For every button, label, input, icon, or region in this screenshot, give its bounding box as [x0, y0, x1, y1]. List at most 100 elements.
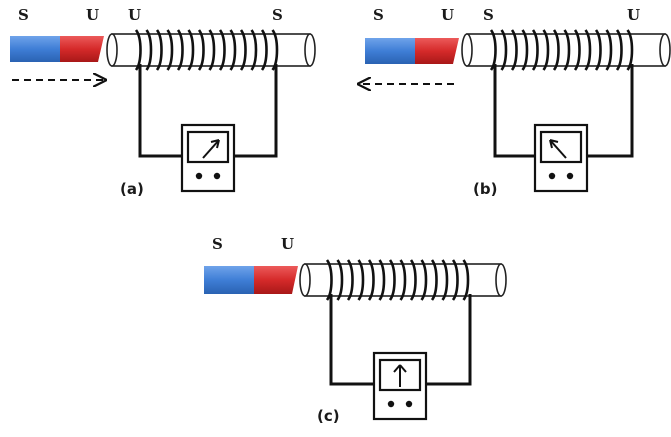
magnet-b-pole-right: U: [441, 6, 454, 24]
coil-c-tube-end-left: [299, 263, 311, 297]
magnet-a-blue-half: [10, 36, 60, 62]
galvanometer-a-dial: [186, 130, 230, 164]
wire-b-right: [587, 64, 634, 158]
magnet-b-red-half: [415, 38, 459, 64]
wire-c-right: [426, 294, 472, 386]
coil-b-turn: [552, 29, 560, 71]
galvanometer-c-terminal-right: [405, 400, 413, 408]
magnet-c-red-half: [254, 266, 298, 294]
coil-b-turn: [605, 29, 613, 71]
coil-c-turn: [357, 259, 365, 301]
coil-b-windings: [489, 29, 634, 71]
coil-a-turn: [239, 29, 247, 71]
coil-b-turn: [594, 29, 602, 71]
coil-a-turn: [155, 29, 163, 71]
coil-c-turn: [336, 259, 344, 301]
panel-a: S U U S (a): [10, 6, 316, 198]
magnet-a-pole-left: S: [18, 6, 29, 24]
coil-a-tube-end-left: [106, 33, 118, 67]
coil-b-turn: [542, 29, 550, 71]
coil-b-turn: [489, 29, 497, 71]
galvanometer-c-terminal-left: [387, 400, 395, 408]
coil-a-tube-end-right: [304, 33, 316, 67]
coil-b-turn: [584, 29, 592, 71]
coil-c-tube-end-right: [495, 263, 507, 297]
bar-magnet-c: [204, 266, 298, 294]
coil-b-turn: [521, 29, 529, 71]
panel-b: S U S U (b): [360, 6, 671, 198]
galvanometer-b-terminal-right: [566, 172, 574, 180]
coil-a-pole-left: U: [128, 6, 141, 24]
caption-c: (c): [317, 407, 340, 425]
coil-a-turn: [208, 29, 216, 71]
coil-b-pole-left: S: [483, 6, 494, 24]
coil-a-windings: [134, 29, 279, 71]
coil-c-windings: [325, 259, 470, 301]
coil-c-turn: [378, 259, 386, 301]
coil-c-turn: [430, 259, 438, 301]
solenoid-a: [106, 29, 316, 71]
coil-b-turn: [573, 29, 581, 71]
coil-b-turn: [563, 29, 571, 71]
galvanometer-c-needle-tip: [393, 364, 407, 373]
solenoid-b: [461, 29, 671, 71]
magnet-b-blue-half: [365, 38, 415, 64]
galvanometer-b-needle: [549, 139, 567, 159]
coil-a-turn: [218, 29, 226, 71]
coil-a-turn: [145, 29, 153, 71]
wire-a-right: [234, 64, 278, 158]
coil-a-pole-right: S: [272, 6, 283, 24]
coil-b-turn: [531, 29, 539, 71]
coil-a-turn: [229, 29, 237, 71]
coil-b-tube-end-left: [461, 33, 473, 67]
coil-c-turn: [367, 259, 375, 301]
galvanometer-a-terminal-right: [213, 172, 221, 180]
magnet-a-pole-right: U: [86, 6, 99, 24]
bar-magnet-a: [10, 36, 104, 62]
magnet-b-pole-left: S: [373, 6, 384, 24]
coil-c-turn: [399, 259, 407, 301]
coil-a-turn: [134, 29, 142, 71]
coil-c-turn: [441, 259, 449, 301]
coil-a-turn: [250, 29, 258, 71]
coil-a-turn: [271, 29, 279, 71]
coil-a-turn: [176, 29, 184, 71]
galvanometer-b-terminal-left: [548, 172, 556, 180]
coil-a-turn: [260, 29, 268, 71]
galvanometer-b-needle-tip: [549, 139, 559, 149]
panel-c: S U (c): [204, 235, 507, 425]
coil-c-turn: [420, 259, 428, 301]
galvanometer-b-dial: [539, 130, 583, 164]
wire-c-left: [329, 294, 374, 386]
magnet-c-pole-left: S: [212, 235, 223, 253]
galvanometer-c: [372, 351, 428, 421]
galvanometer-a-terminal-left: [195, 172, 203, 180]
wire-a-left: [138, 64, 182, 158]
coil-b-turn: [500, 29, 508, 71]
coil-c-turn: [325, 259, 333, 301]
bar-magnet-b: [365, 38, 459, 64]
magnet-a-red-half: [60, 36, 104, 62]
coil-a-turn: [166, 29, 174, 71]
coil-b-turn: [615, 29, 623, 71]
coil-b-turn: [626, 29, 634, 71]
coil-b-pole-right: U: [627, 6, 640, 24]
coil-c-turn: [388, 259, 396, 301]
coil-c-turn: [462, 259, 470, 301]
solenoid-c: [299, 259, 507, 301]
caption-a: (a): [120, 180, 144, 198]
wire-b-left: [493, 64, 535, 158]
coil-a-turn: [187, 29, 195, 71]
coil-a-turn: [197, 29, 205, 71]
coil-b-turn: [510, 29, 518, 71]
galvanometer-a-needle: [202, 139, 220, 159]
galvanometer-a: [180, 123, 236, 193]
magnet-c-pole-right: U: [281, 235, 294, 253]
coil-c-turn: [451, 259, 459, 301]
galvanometer-a-needle-tip: [210, 139, 220, 149]
coil-c-turn: [409, 259, 417, 301]
coil-c-turn: [346, 259, 354, 301]
galvanometer-b: [533, 123, 589, 193]
magnet-c-blue-half: [204, 266, 254, 294]
